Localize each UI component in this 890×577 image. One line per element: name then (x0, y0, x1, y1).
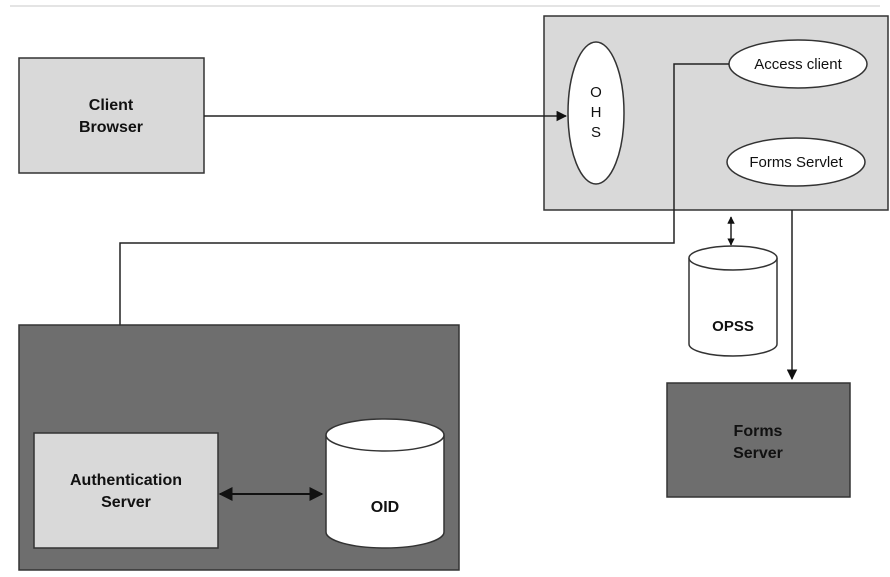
forms-server-box (666, 382, 851, 498)
ohs-letter-s: S (591, 124, 601, 141)
forms-server-label-line1: Forms (734, 423, 783, 440)
oid-label: OID (371, 499, 399, 516)
opss-cylinder (688, 245, 778, 357)
client-browser-box (18, 57, 205, 174)
oid-cylinder (325, 418, 445, 549)
client-browser-label-line2: Browser (79, 119, 143, 136)
authentication-server-label-line2: Server (101, 494, 151, 511)
opss-label: OPSS (712, 318, 754, 335)
authentication-server-box (33, 432, 219, 549)
forms-servlet-ellipse (726, 137, 866, 187)
client-browser-label-line1: Client (89, 97, 134, 114)
ohs-ellipse (567, 41, 625, 185)
authentication-server-label-line1: Authentication (70, 472, 182, 489)
forms-server-label-line2: Server (733, 445, 783, 462)
ohs-letter-h: H (591, 104, 602, 121)
ohs-letter-o: O (590, 84, 602, 101)
access-client-to-auth-server-arrow (114, 63, 729, 433)
access-client-label: Access client (754, 56, 842, 73)
forms-servlet-label: Forms Servlet (749, 154, 843, 171)
